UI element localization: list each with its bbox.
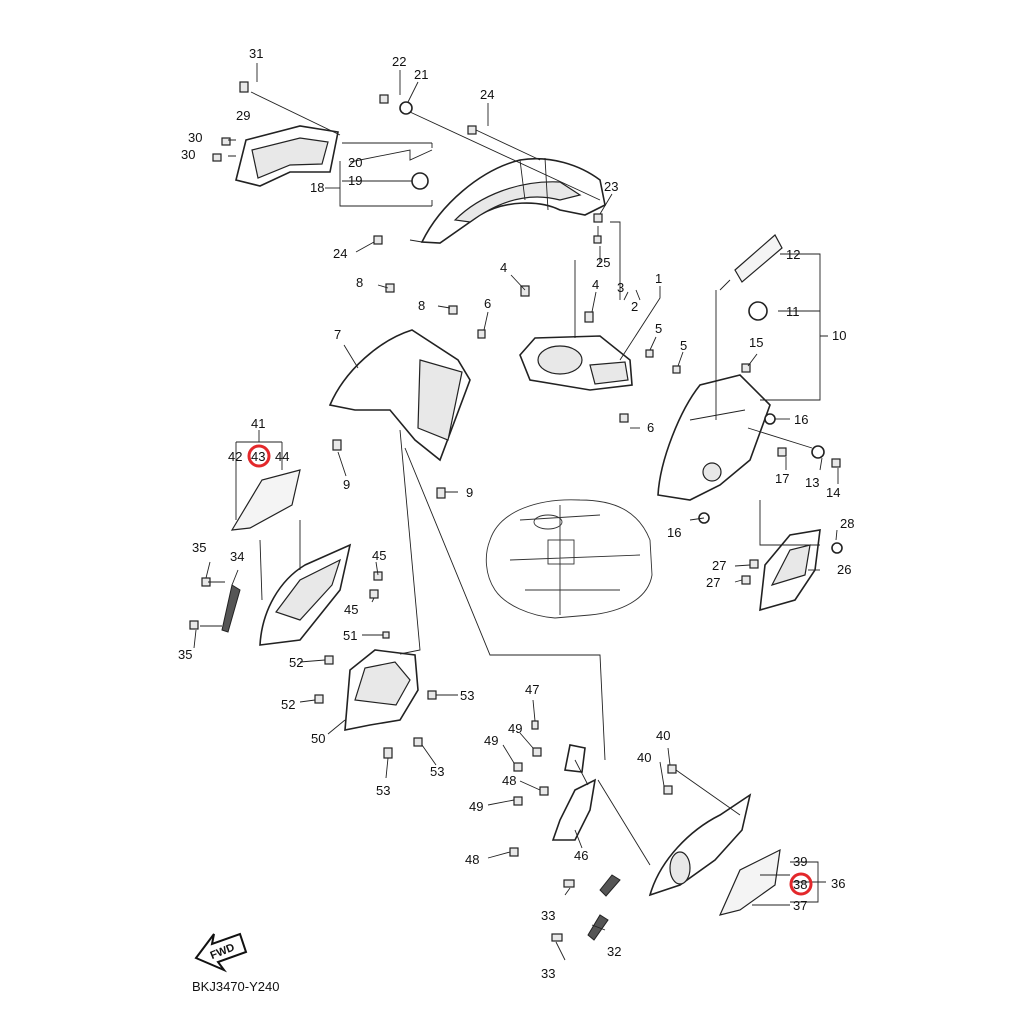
label-29: 29 [236, 108, 250, 123]
label-53c: 53 [376, 783, 390, 798]
label-48a: 48 [502, 773, 516, 788]
emblem-decal [734, 234, 783, 283]
label-12: 12 [786, 247, 800, 262]
left-front-cover [328, 329, 471, 462]
label-49a: 49 [508, 721, 522, 736]
label-9a: 9 [343, 477, 350, 492]
label-51: 51 [343, 628, 357, 643]
lower-bracket [551, 744, 597, 841]
label-26: 26 [837, 562, 851, 577]
right-front-cover [657, 374, 771, 501]
label-6b: 6 [647, 420, 654, 435]
lower-left-cover [344, 649, 419, 731]
label-33a: 33 [541, 908, 555, 923]
label-6a: 6 [484, 296, 491, 311]
label-10: 10 [832, 328, 846, 343]
label-36: 36 [831, 876, 845, 891]
label-53a: 53 [460, 688, 474, 703]
oring-19 [411, 172, 429, 190]
highlight-ring-38 [789, 872, 813, 896]
label-32: 32 [607, 944, 621, 959]
label-38: 38 [793, 877, 807, 892]
right-bracket [759, 529, 821, 612]
label-27b: 27 [706, 575, 720, 590]
label-43: 43 [251, 449, 265, 464]
label-41: 41 [251, 416, 265, 431]
label-35a: 35 [192, 540, 206, 555]
diagram-code: BKJ3470-Y240 [192, 979, 279, 994]
label-24b: 24 [333, 246, 347, 261]
meter-housing [519, 335, 633, 391]
side-cover-right [587, 793, 781, 941]
label-27a: 27 [712, 558, 726, 573]
label-34: 34 [230, 549, 244, 564]
label-40a: 40 [656, 728, 670, 743]
label-52b: 52 [281, 697, 295, 712]
label-35b: 35 [178, 647, 192, 662]
label-46: 46 [574, 848, 588, 863]
label-16a: 16 [794, 412, 808, 427]
label-45b: 45 [344, 602, 358, 617]
label-49b: 49 [484, 733, 498, 748]
label-50: 50 [311, 731, 325, 746]
label-2: 2 [631, 299, 638, 314]
label-44: 44 [275, 449, 289, 464]
label-5b: 5 [680, 338, 687, 353]
label-33b: 33 [541, 966, 555, 981]
label-31: 31 [249, 46, 263, 61]
label-5a: 5 [655, 321, 662, 336]
label-21: 21 [414, 67, 428, 82]
label-47: 47 [525, 682, 539, 697]
label-8a: 8 [356, 275, 363, 290]
top-front-cover [420, 157, 606, 244]
highlight-ring-43 [247, 444, 271, 468]
label-25: 25 [596, 255, 610, 270]
label-20: 20 [348, 155, 362, 170]
label-4b: 4 [592, 277, 599, 292]
leader-lines [193, 63, 839, 961]
label-24a: 24 [480, 87, 494, 102]
label-18: 18 [310, 180, 324, 195]
label-13: 13 [805, 475, 819, 490]
label-19: 19 [348, 173, 362, 188]
label-11: 11 [786, 304, 800, 319]
label-15: 15 [749, 335, 763, 350]
fwd-direction-arrow: FWD [194, 932, 248, 973]
label-39: 39 [793, 854, 807, 869]
label-42: 42 [228, 449, 242, 464]
label-7: 7 [334, 327, 341, 342]
label-17: 17 [775, 471, 789, 486]
label-30b: 30 [181, 147, 195, 162]
label-45a: 45 [372, 548, 386, 563]
upper-bracket [235, 125, 339, 187]
label-4a: 4 [500, 260, 507, 275]
label-9b: 9 [466, 485, 473, 500]
label-37: 37 [793, 898, 807, 913]
part-labels: 31 29 30 30 22 21 24 20 19 18 23 24 25 4… [178, 46, 854, 981]
label-48b: 48 [465, 852, 479, 867]
label-52a: 52 [289, 655, 303, 670]
label-14: 14 [826, 485, 840, 500]
fuel-tank [485, 499, 653, 619]
label-30a: 30 [188, 130, 202, 145]
label-53b: 53 [430, 764, 444, 779]
label-16b: 16 [667, 525, 681, 540]
oring-11 [748, 301, 768, 321]
label-3: 3 [617, 280, 624, 295]
label-28: 28 [840, 516, 854, 531]
label-22: 22 [392, 54, 406, 69]
label-49c: 49 [469, 799, 483, 814]
label-23: 23 [604, 179, 618, 194]
label-1: 1 [655, 271, 662, 286]
label-40b: 40 [637, 750, 651, 765]
side-cover-left [221, 469, 352, 646]
label-8b: 8 [418, 298, 425, 313]
